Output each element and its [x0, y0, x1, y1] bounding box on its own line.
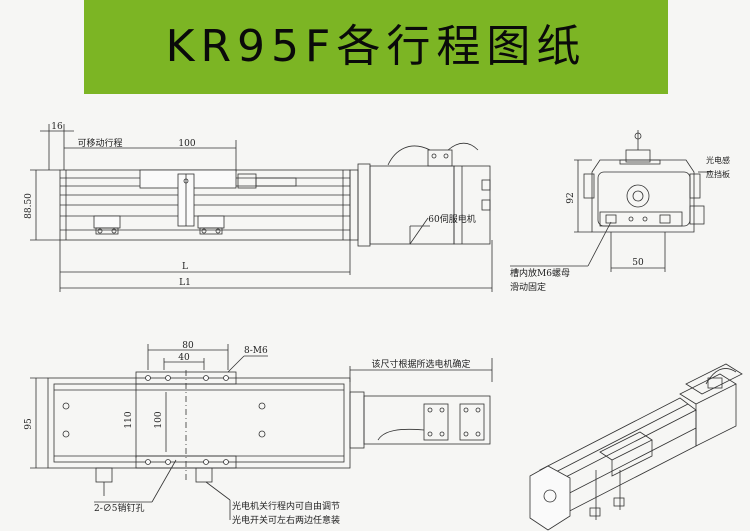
page-title: KR95F各行程图纸: [165, 21, 587, 72]
switch-note-line1: 光电机关行程内可自由调节: [232, 500, 340, 512]
pin-label: 2-∅5销钉孔: [94, 502, 145, 514]
dim-16: 16: [51, 122, 63, 132]
dim-95: 95: [24, 418, 34, 430]
end-view: 光电感 应挡板 92 50 槽内放M6螺母 滑动固定: [510, 130, 730, 293]
dim-110: 110: [124, 411, 134, 428]
title-banner: KR95F各行程图纸: [84, 0, 668, 94]
plan-view: 80 40 8-M6 该尺寸根据所选电机确定 95: [24, 341, 493, 526]
bolt-label: 8-M6: [244, 346, 268, 356]
dim-40: 40: [178, 353, 190, 363]
dim-100-top: 100: [178, 139, 195, 149]
dim-L: L: [182, 262, 188, 272]
sensor-label-line1: 光电感: [706, 155, 730, 165]
dim-L1: L1: [179, 278, 191, 288]
dim-80: 80: [182, 341, 194, 351]
isometric-view: [529, 363, 743, 531]
sensor-label-line2: 应挡板: [706, 169, 730, 179]
nut-label-line1: 槽内放M6螺母: [510, 267, 570, 279]
dim-100-plan: 100: [154, 411, 164, 428]
dim-50: 50: [632, 258, 644, 268]
switch-note-line2: 光电开关可左右两边任意装: [232, 514, 340, 526]
travel-label: 可移动行程: [77, 137, 122, 149]
dim-92: 92: [566, 192, 576, 203]
nut-label-line2: 滑动固定: [510, 281, 546, 293]
dim-88-50: 88.50: [24, 193, 34, 219]
top-view: 16 可移动行程 100 88.50: [24, 122, 493, 292]
motor-label: 60伺服电机: [428, 213, 475, 225]
motor-note: 该尺寸根据所选电机确定: [371, 358, 470, 370]
